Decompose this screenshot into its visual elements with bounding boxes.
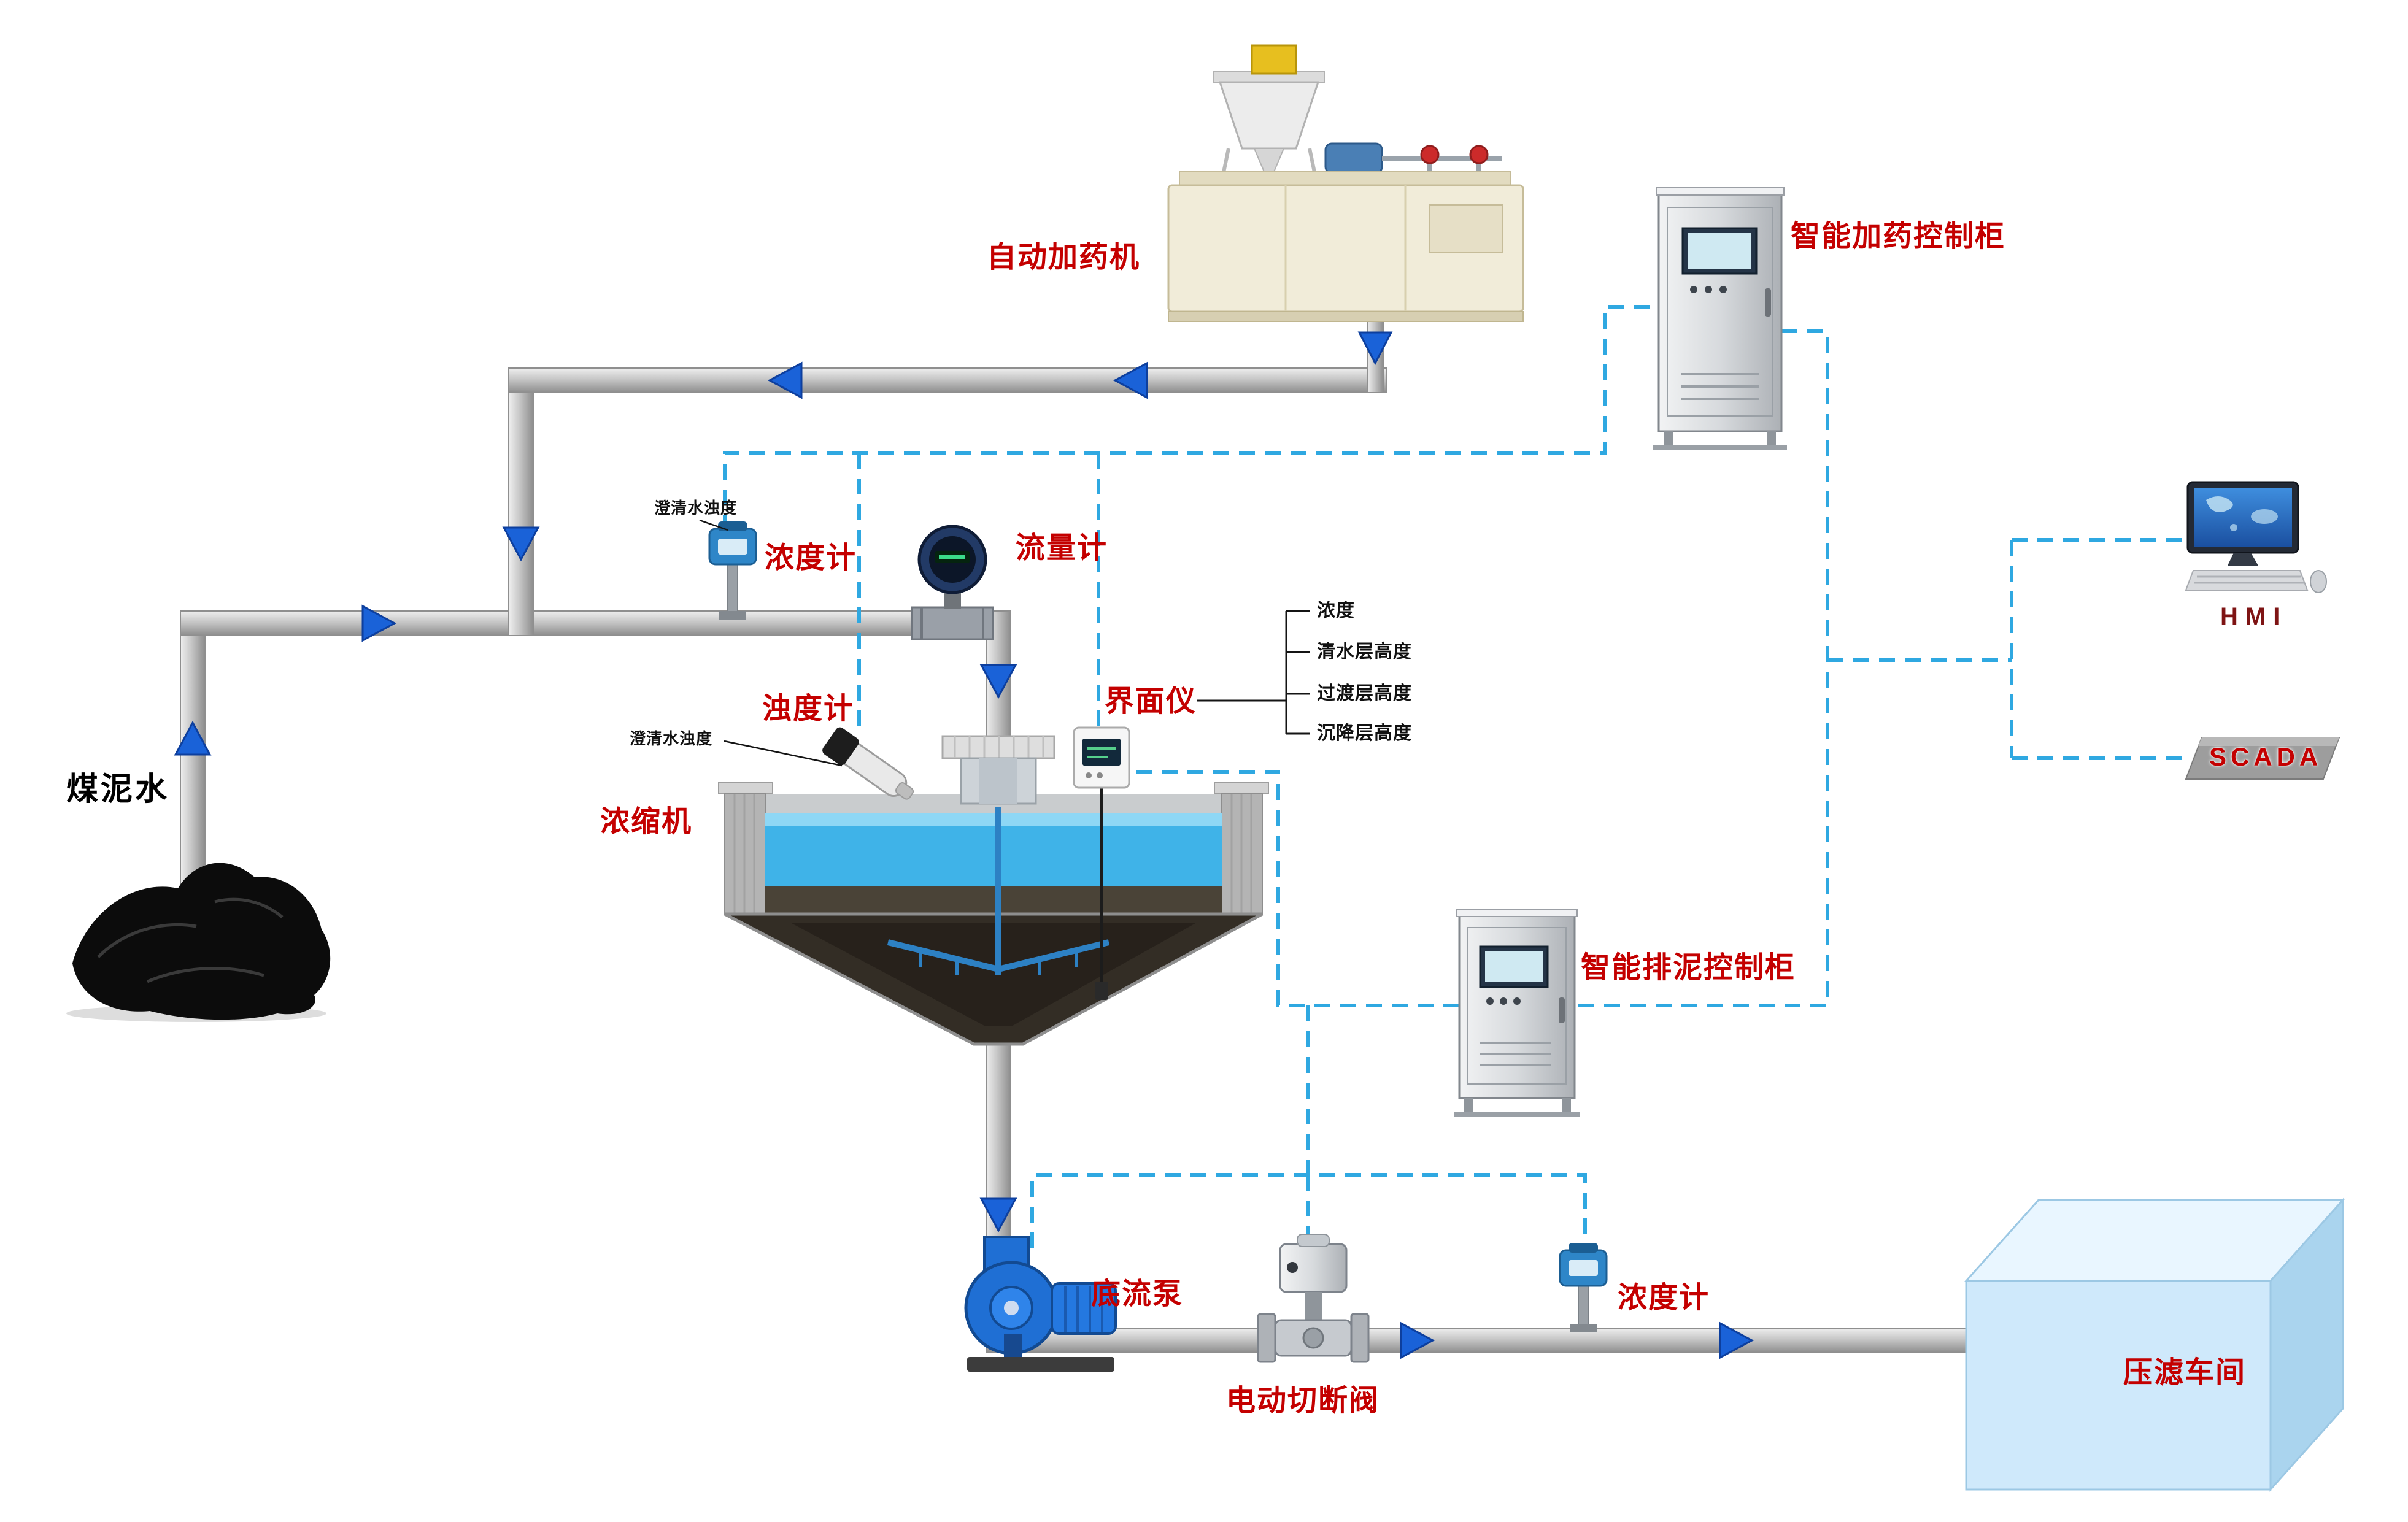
interface-param-transition-layer: 过渡层高度 [1317, 683, 1412, 704]
interface-meter-device [1073, 726, 1130, 1000]
clarified-water-turbidity-top-label: 澄清水浊度 [654, 499, 738, 517]
turbidity-meter-device [822, 727, 914, 800]
signal-lines [723, 305, 2188, 1253]
concentration-meter-top-device [708, 521, 757, 620]
flow-arrows [174, 331, 1754, 1359]
thickener-tank [718, 735, 1269, 1046]
electric-shutoff-valve-label: 电动切断阀 [1226, 1385, 1380, 1417]
coal-pile [66, 863, 331, 1022]
concentration-meter-top-label: 浓度计 [765, 542, 857, 574]
hmi-workstation [2185, 481, 2327, 593]
interface-param-clear-water-layer: 清水层高度 [1317, 642, 1412, 662]
dosing-control-cabinet-label: 智能加药控制柜 [1791, 220, 2006, 253]
mud-discharge-control-cabinet-label: 智能排泥控制柜 [1581, 951, 1796, 984]
thickener-label: 浓缩机 [600, 805, 693, 838]
interface-param-concentration: 浓度 [1317, 601, 1355, 621]
underflow-pump-device [964, 1236, 1117, 1372]
dosing-machine-device [1167, 44, 1524, 322]
dosing-machine-label: 自动加药机 [987, 241, 1141, 274]
turbidity-meter-label: 浊度计 [762, 693, 855, 725]
filter-press-workshop-box [1964, 1197, 2345, 1492]
concentration-meter-bottom-device [1559, 1243, 1608, 1332]
coal-slurry-label: 煤泥水 [66, 772, 170, 807]
scada-badge [2185, 737, 2340, 780]
dosing-control-cabinet [1653, 187, 1787, 450]
electric-shutoff-valve-device [1257, 1234, 1370, 1363]
interface-param-settling-layer: 沉降层高度 [1317, 723, 1412, 744]
scada-label: SCADA [2209, 742, 2323, 771]
flow-meter-label: 流量计 [1016, 532, 1108, 564]
filter-press-workshop-label: 压滤车间 [2123, 1356, 2247, 1389]
underflow-pump-label: 底流泵 [1091, 1278, 1184, 1310]
hmi-label: HMI [2220, 603, 2288, 630]
concentration-meter-bottom-label: 浓度计 [1618, 1282, 1710, 1314]
interface-meter-label: 界面仪 [1105, 685, 1197, 718]
annotation-lines [699, 519, 1310, 767]
mud-discharge-control-cabinet [1454, 909, 1580, 1117]
clarified-water-turbidity-left-label: 澄清水浊度 [630, 729, 713, 748]
flow-meter-device [911, 525, 994, 640]
